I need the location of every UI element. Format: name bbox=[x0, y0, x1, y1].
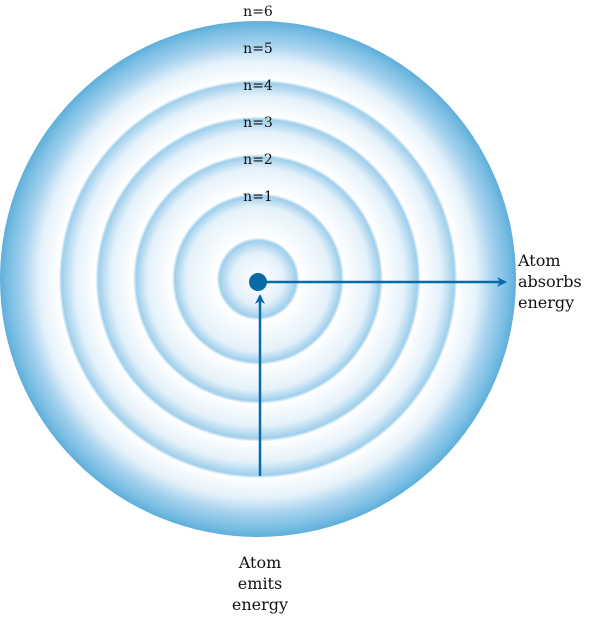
absorb-label: Atom absorbs energy bbox=[518, 250, 582, 313]
nucleus bbox=[249, 273, 267, 291]
emit-label: Atom emits energy bbox=[218, 552, 302, 615]
absorb-label-line3: energy bbox=[518, 293, 575, 312]
emit-label-line3: energy bbox=[231, 595, 289, 614]
absorb-label-line2: absorbs bbox=[518, 272, 582, 291]
level-label-n1: n=1 bbox=[243, 189, 273, 205]
absorb-label-line1: Atom bbox=[518, 251, 561, 270]
emit-label-line1: Atom bbox=[238, 553, 282, 572]
level-label-n6: n=6 bbox=[243, 4, 273, 20]
level-label-n5: n=5 bbox=[243, 41, 273, 57]
level-label-n3: n=3 bbox=[243, 115, 273, 131]
emit-label-line2: emits bbox=[237, 574, 283, 593]
level-label-n2: n=2 bbox=[243, 152, 273, 168]
level-label-n4: n=4 bbox=[243, 78, 273, 94]
